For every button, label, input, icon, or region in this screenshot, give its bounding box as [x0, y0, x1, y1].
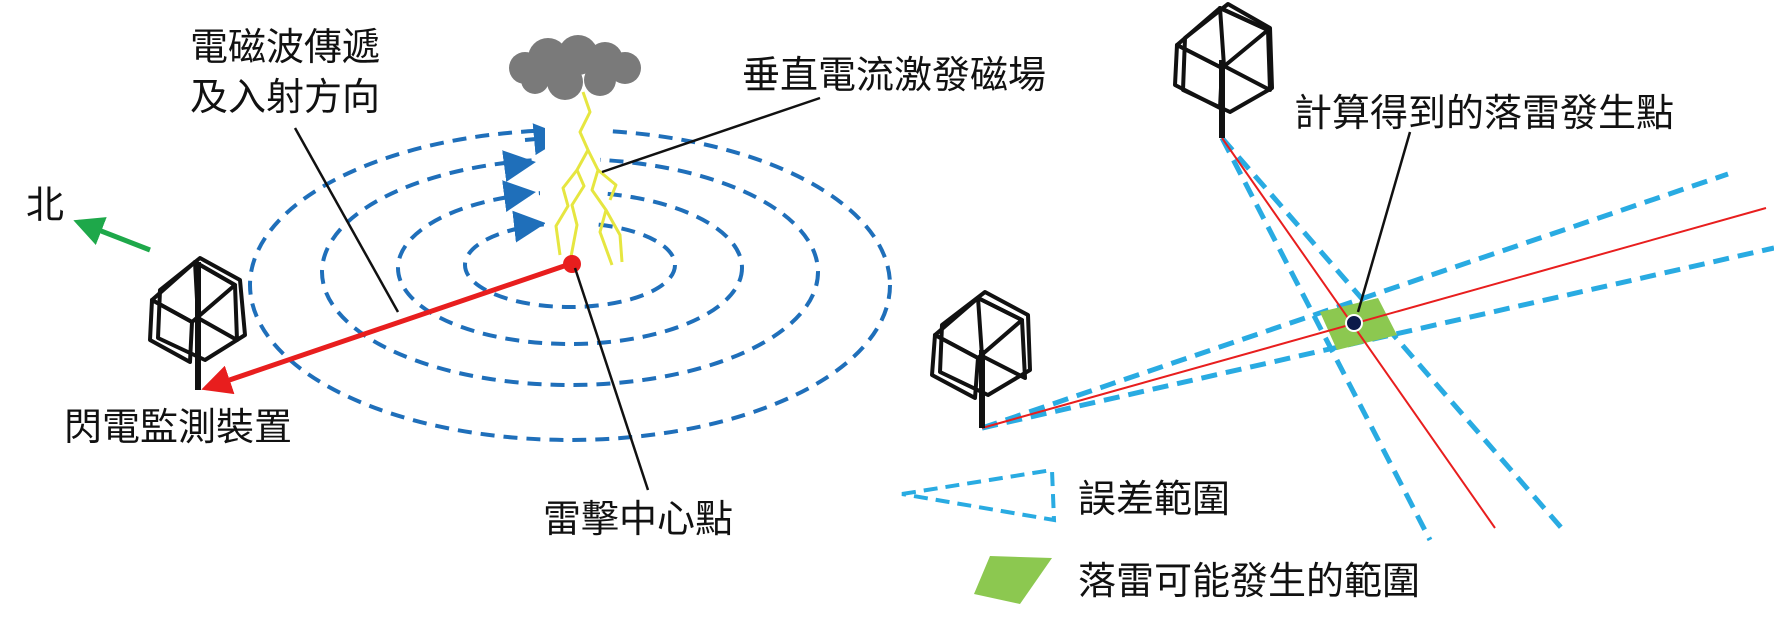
- error-line-left-a: [981, 171, 1729, 431]
- legend-error-range-symbol: [901, 467, 1057, 523]
- north-label: 北: [26, 183, 64, 227]
- computed-point: [1345, 314, 1363, 332]
- north-arrow: [73, 217, 151, 253]
- strike-center-point: [563, 255, 581, 273]
- strike-center-label: 雷擊中心點: [543, 497, 733, 541]
- left-diagram: 電磁波傳遞 及入射方向 垂直電流激發磁場 北 閃電監測裝置 雷擊中心點: [26, 25, 1046, 541]
- field-arrow-2: [502, 180, 536, 212]
- bearing-lines: [981, 137, 1767, 529]
- leader-strike-center: [573, 267, 650, 491]
- legend-error-range-label: 誤差範圍: [1078, 477, 1230, 521]
- detector-label: 閃電監測裝置: [64, 405, 292, 449]
- error-line-top-a: [1219, 136, 1433, 542]
- propagation-label-line1: 電磁波傳遞: [190, 25, 380, 69]
- legend-possible-area-symbol: [974, 556, 1052, 604]
- propagation-label-line2: 及入射方向: [190, 75, 380, 119]
- field-ring-1: [463, 221, 677, 309]
- field-label: 垂直電流激發磁場: [742, 53, 1046, 97]
- antenna-icon: [148, 256, 247, 390]
- leader-propagation: [293, 127, 400, 313]
- computed-point-label: 計算得到的落雷發生點: [1294, 91, 1674, 135]
- bearing-line-top: [1221, 137, 1496, 529]
- antenna-icon: [1173, 2, 1274, 138]
- legend-possible-area-label: 落雷可能發生的範圍: [1078, 559, 1420, 603]
- leader-field: [601, 96, 821, 174]
- error-range-lines-top: [1219, 136, 1567, 542]
- field-arrow-3: [502, 150, 536, 182]
- legend: 誤差範圍 落雷可能發生的範圍: [901, 467, 1420, 604]
- leader-lines-left: [293, 96, 821, 491]
- lightning-bolt-icon: [554, 91, 624, 266]
- incident-direction-arrow: [201, 261, 571, 395]
- field-arrow-1: [512, 210, 546, 243]
- bearing-line-left: [981, 207, 1767, 429]
- antenna-icon: [930, 290, 1032, 428]
- cloud-icon: [509, 35, 641, 100]
- right-diagram: 計算得到的落雷發生點 誤差範圍 落雷可能發生的範圍: [901, 2, 1774, 604]
- leader-computed-point: [1356, 131, 1412, 313]
